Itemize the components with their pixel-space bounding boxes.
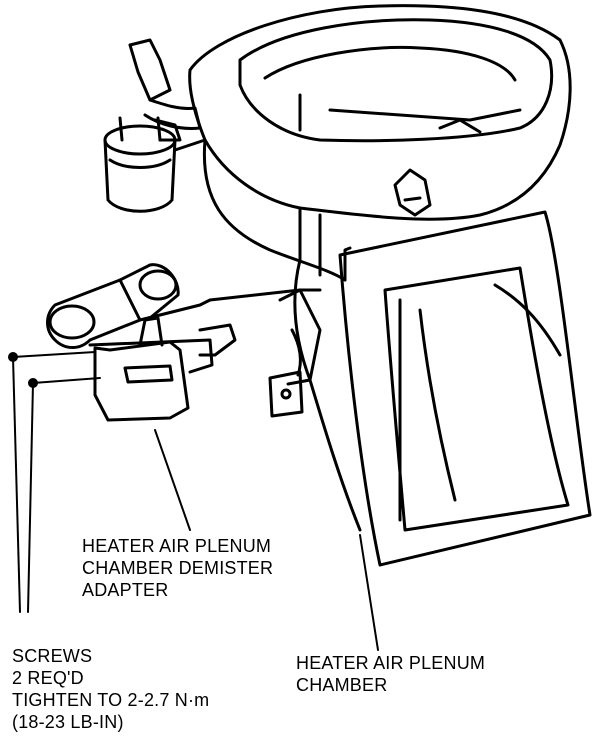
mounting-bracket (268, 288, 322, 418)
screws-label-line-3: TIGHTEN TO 2-2.7 N·m (12, 690, 210, 710)
plenum-chamber-label-line-2: CHAMBER (296, 675, 388, 695)
demister-leader-line (154, 429, 191, 531)
plenum-chamber-label: HEATER AIR PLENUM CHAMBER (296, 652, 485, 696)
screws-label-line-1: SCREWS (12, 646, 93, 666)
screws-label-line-2: 2 REQ'D (12, 668, 84, 688)
demister-adapter-label-line-2: CHAMBER DEMISTER (82, 558, 274, 578)
plenum-chamber-frame (338, 210, 592, 567)
screw-leaders (8, 351, 101, 613)
screws-label: SCREWS 2 REQ'D TIGHTEN TO 2-2.7 N·m (18-… (12, 645, 209, 733)
demister-adapter-label-line-3: ADAPTER (82, 580, 169, 600)
plenum-chamber-label-line-1: HEATER AIR PLENUM (296, 653, 486, 673)
vacuum-fitting (128, 38, 202, 142)
demister-adapter-label-line-1: HEATER AIR PLENUM (82, 536, 272, 556)
demister-adapter-label: HEATER AIR PLENUM CHAMBER DEMISTER ADAPT… (82, 535, 273, 601)
plenum-upper-housing (188, 4, 572, 282)
vacuum-motor (103, 116, 207, 213)
demister-adapter (46, 263, 190, 422)
housing-clip (393, 168, 432, 217)
screws-label-line-4: (18-23 LB-IN) (12, 712, 124, 732)
adapter-duct (88, 288, 322, 374)
plenum-leader-line (359, 534, 379, 651)
